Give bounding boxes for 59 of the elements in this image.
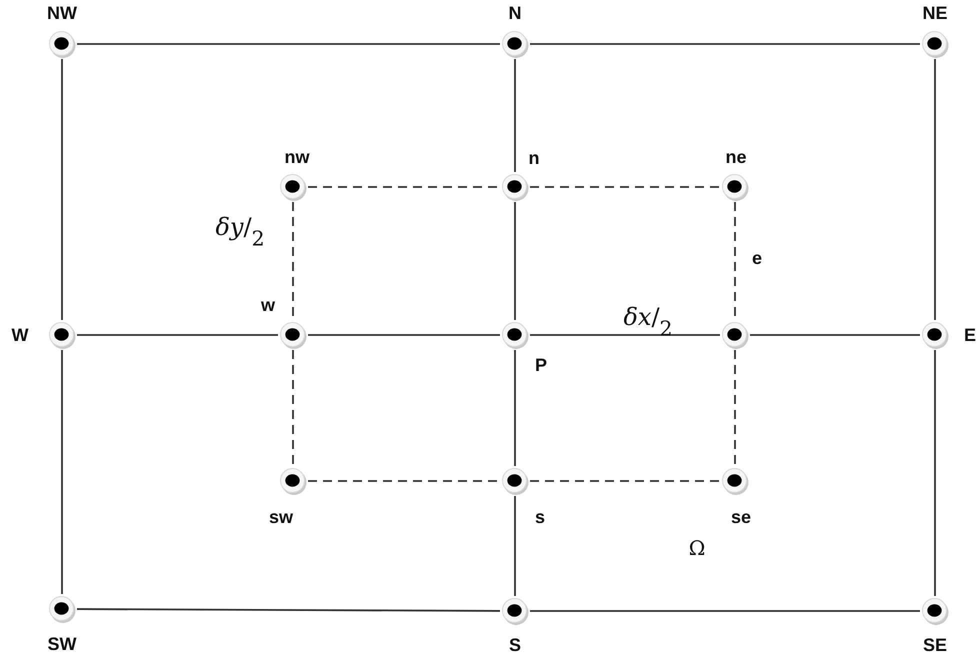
point-label: E [964,326,976,344]
grid-line [61,350,63,594]
dashed-boundary-line [530,186,720,188]
point-label: SW [48,635,76,653]
grid-line [514,496,516,596]
domain-symbol: Ω [688,536,706,560]
grid-point-icon [721,467,749,495]
grid-line [77,608,500,612]
grid-point-icon [721,173,749,201]
dashed-boundary-line [308,186,500,188]
point-label: s [535,508,545,526]
point-label: W [12,326,28,344]
face-label: e [752,249,762,267]
dashed-boundary-line [530,480,720,482]
grid-line [514,59,516,172]
point-label: SE [923,636,947,654]
grid-line [514,202,516,320]
point-label: N [508,4,522,22]
grid-line [934,350,936,596]
grid-point-icon [501,173,529,201]
grid-line [750,334,920,336]
point-label: S [509,636,521,654]
dashed-boundary-line [734,350,736,466]
point-label: se [730,508,752,526]
grid-point-icon [501,467,529,495]
grid-point-icon [721,321,749,349]
point-label: P [535,356,547,374]
grid-line [530,43,920,45]
grid-line [934,59,936,320]
half-spacing-label: δx/$_{2}$ [623,303,673,341]
grid-point-icon [48,321,76,349]
grid-point-icon [501,30,529,58]
grid-point-icon [279,321,307,349]
point-label: ne [726,148,746,166]
grid-point-icon [48,30,76,58]
grid-point-icon [501,597,529,625]
grid-point-icon [501,321,529,349]
point-label: NE [922,4,948,22]
point-label: n [528,149,540,167]
grid-line [77,334,278,336]
grid-point-icon [279,173,307,201]
grid-line [61,59,63,320]
point-label: w [261,296,275,314]
grid-point-icon [279,467,307,495]
grid-line [77,43,500,45]
grid-line [530,334,720,336]
grid-line [530,610,920,612]
grid-point-icon [921,597,949,625]
grid-point-icon [921,30,949,58]
half-spacing-label: δy/$_{2}$ [215,213,265,251]
point-label: NW [47,4,77,22]
dashed-boundary-line [292,350,294,466]
grid-line [514,350,516,466]
grid-point-icon [921,321,949,349]
point-label: nw [284,148,310,166]
point-label: sw [269,508,293,526]
dashed-boundary-line [308,480,500,482]
grid-line [308,334,500,336]
grid-point-icon [48,595,76,623]
